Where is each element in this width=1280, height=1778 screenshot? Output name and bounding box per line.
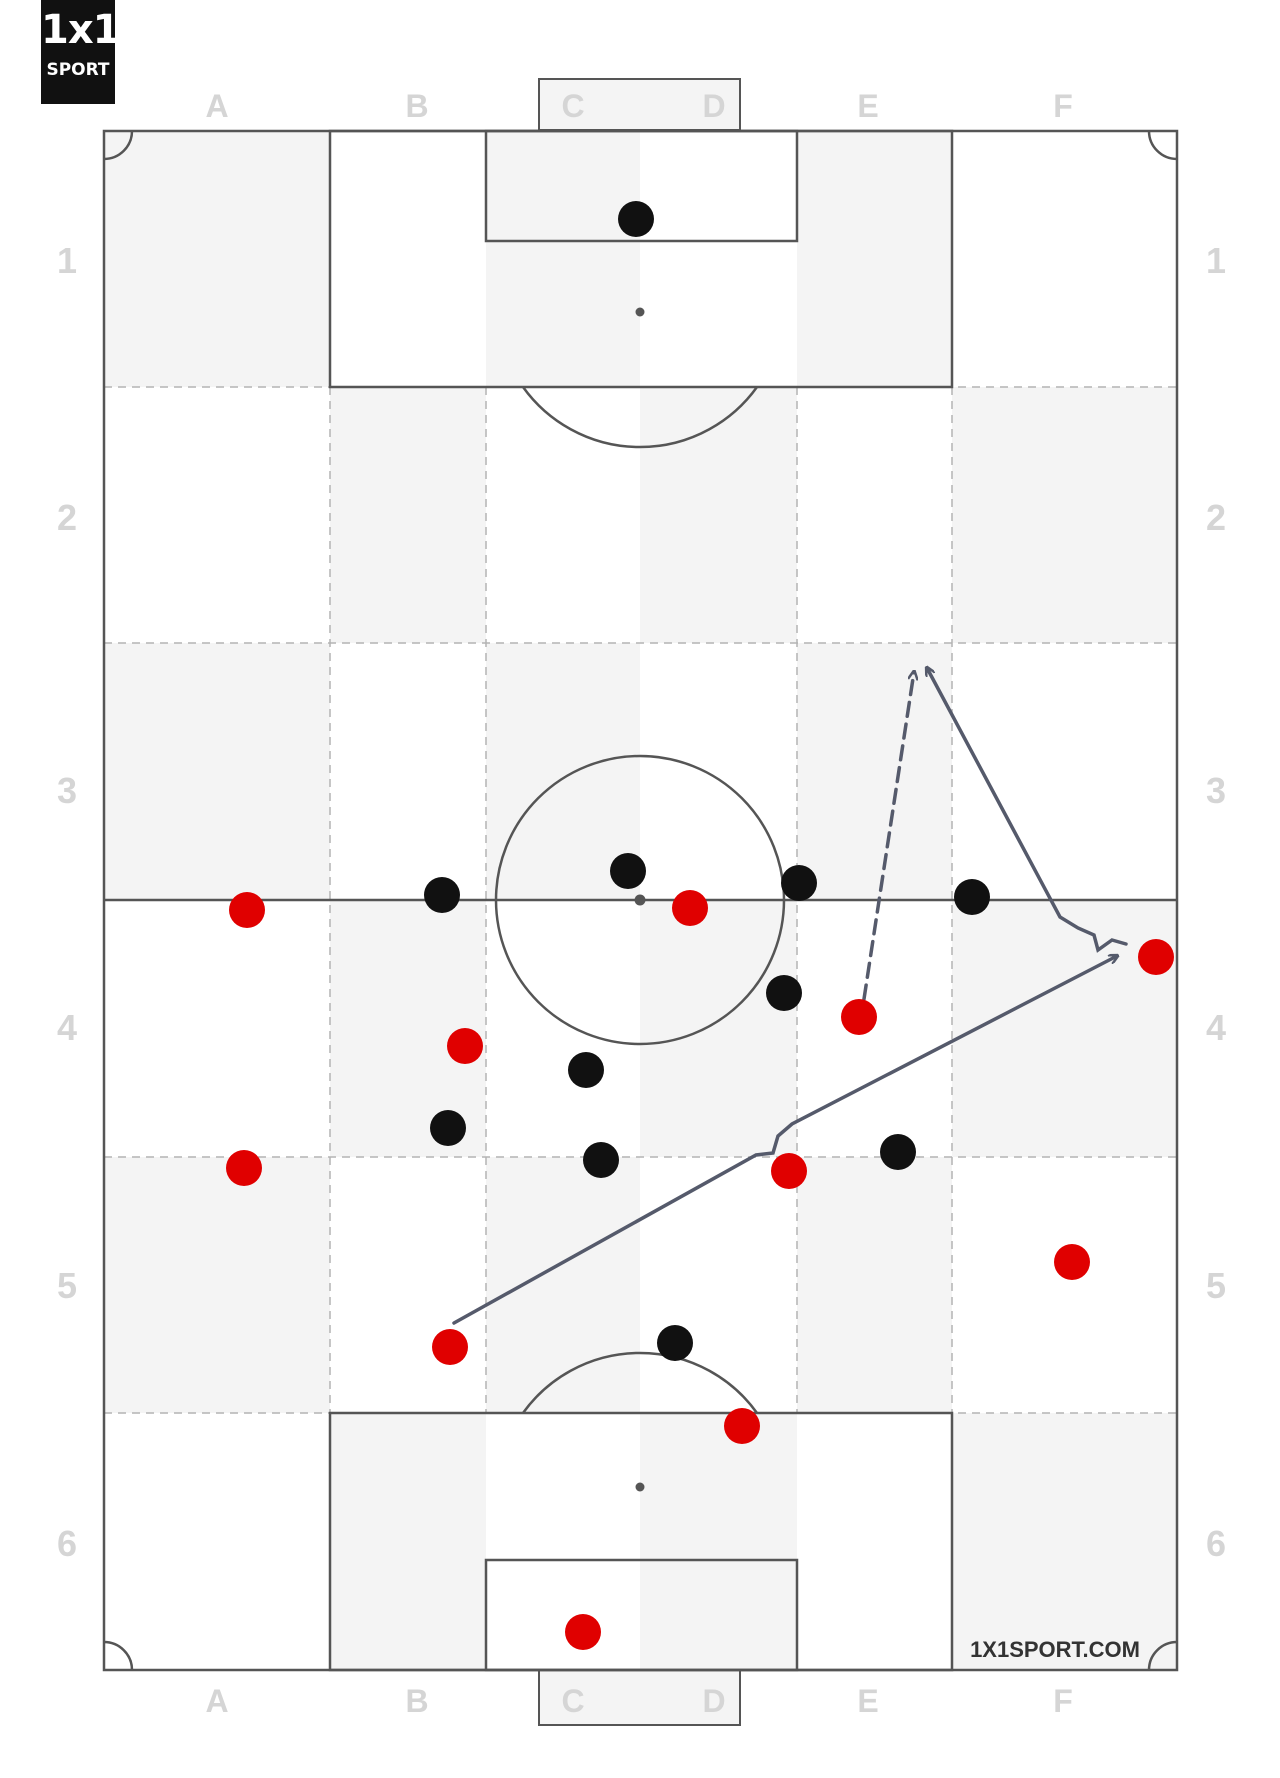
row-label: 1 [57, 240, 77, 281]
shaded-zone [330, 1413, 486, 1670]
run-arrow-dashed [862, 672, 914, 1001]
center-spot [634, 894, 646, 906]
row-label: 6 [1206, 1523, 1226, 1564]
column-label: C [561, 1683, 584, 1719]
player-black [430, 1110, 466, 1146]
player-black [880, 1134, 916, 1170]
row-labels-left: 1 2 3 4 5 6 [57, 240, 77, 1564]
player-black [568, 1052, 604, 1088]
player-black [583, 1142, 619, 1178]
zone-shading [104, 131, 1177, 1670]
column-label: E [857, 88, 878, 124]
column-label: A [205, 88, 228, 124]
player-red [841, 999, 877, 1035]
shaded-zone [640, 900, 797, 1157]
corner-arc-bottom-right [1147, 1640, 1178, 1671]
column-label: B [405, 1683, 428, 1719]
shaded-zone [797, 1157, 952, 1413]
shaded-zone [104, 131, 330, 387]
shaded-zone [640, 387, 797, 643]
top-goal [538, 78, 741, 131]
column-label: D [702, 1683, 725, 1719]
movement-arrows [452, 668, 1128, 1325]
column-label: E [857, 1683, 878, 1719]
player-black [618, 201, 654, 237]
row-label: 5 [57, 1265, 77, 1306]
row-label: 4 [1206, 1007, 1226, 1048]
player-red [672, 890, 708, 926]
row-label: 2 [57, 497, 77, 538]
player-red [229, 892, 265, 928]
player-black [766, 975, 802, 1011]
shaded-zone [797, 131, 952, 387]
black-team-players [424, 201, 990, 1361]
top-penalty-spot [635, 307, 645, 317]
shaded-zone [952, 1413, 1177, 1670]
row-label: 4 [57, 1007, 77, 1048]
column-labels-bottom: A B C D E F [205, 1683, 1072, 1719]
player-red [432, 1329, 468, 1365]
bottom-goal [538, 1669, 741, 1726]
shaded-zone [486, 1157, 640, 1413]
player-black [424, 877, 460, 913]
top-goal-area [484, 129, 799, 243]
row-label: 1 [1206, 240, 1226, 281]
top-penalty-arc [521, 386, 759, 449]
pass-arrow [452, 956, 1117, 1325]
row-labels-right: 1 2 3 4 5 6 [1206, 240, 1226, 1564]
player-red [771, 1153, 807, 1189]
row-label: 2 [1206, 497, 1226, 538]
player-black [610, 853, 646, 889]
row-label: 5 [1206, 1265, 1226, 1306]
logo-mark: 1x1 [41, 7, 120, 53]
shaded-zone [330, 900, 486, 1157]
corner-arc-top-left [103, 130, 134, 161]
shaded-zone [104, 1157, 330, 1413]
logo-subtext: SPORT [46, 60, 110, 80]
bottom-goal-area [484, 1558, 799, 1672]
shaded-zone [486, 131, 640, 387]
center-circle [494, 754, 786, 1046]
player-black [781, 865, 817, 901]
column-label: D [702, 88, 725, 124]
row-label: 3 [1206, 770, 1226, 811]
corner-arc-bottom-left [103, 1640, 134, 1671]
column-label: A [205, 1683, 228, 1719]
player-red [1054, 1244, 1090, 1280]
shaded-zone [952, 387, 1177, 643]
player-red [1138, 939, 1174, 975]
brand-logo: 1x1 SPORT [41, 0, 120, 104]
pass-arrow [927, 668, 1128, 953]
red-team-players [226, 890, 1174, 1650]
player-red [724, 1408, 760, 1444]
shaded-zone [640, 1413, 797, 1670]
column-label: C [561, 88, 584, 124]
shaded-zone [797, 643, 952, 900]
shaded-zone [486, 643, 640, 900]
column-label: F [1053, 88, 1073, 124]
row-label: 3 [57, 770, 77, 811]
player-red [565, 1614, 601, 1650]
player-red [447, 1028, 483, 1064]
corner-arc-top-right [1147, 130, 1178, 161]
row-label: 6 [57, 1523, 77, 1564]
column-label: B [405, 88, 428, 124]
player-red [226, 1150, 262, 1186]
column-label: F [1053, 1683, 1073, 1719]
bottom-penalty-spot [635, 1482, 645, 1492]
player-black [954, 879, 990, 915]
bottom-penalty-arc [521, 1351, 759, 1414]
player-black [657, 1325, 693, 1361]
shaded-zone [330, 387, 486, 643]
website-url: 1X1SPORT.COM [970, 1637, 1140, 1662]
shaded-zone [104, 643, 330, 900]
column-labels-top: A B C D E F [205, 88, 1072, 124]
shaded-zone [952, 900, 1177, 1157]
